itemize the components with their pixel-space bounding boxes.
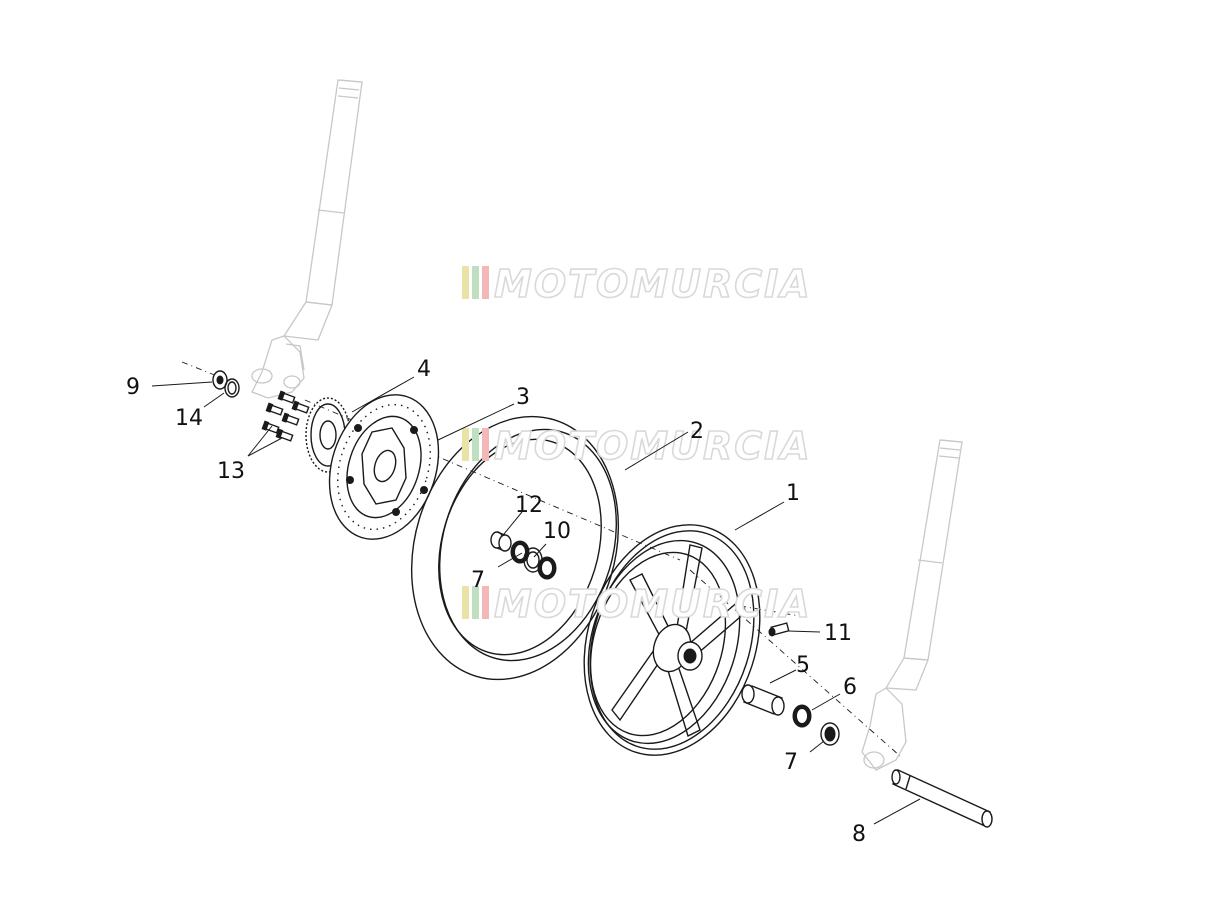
part-14-seal (224, 378, 240, 398)
part-7-bearing-right (820, 722, 840, 746)
callout-labels: 1 2 3 4 5 6 7 7 8 9 10 11 12 13 14 (126, 357, 866, 847)
watermark-middle: MOTOMURCIA (462, 423, 812, 469)
right-fork-leg (861, 439, 963, 771)
callout-7-right: 7 (784, 750, 798, 775)
part-5-spacer-tube (741, 684, 785, 716)
watermark-text: MOTOMURCIA (494, 262, 812, 306)
callout-9: 9 (126, 375, 140, 400)
callout-13: 13 (217, 459, 245, 484)
rim-spokes (611, 544, 747, 737)
part-3-brake-disc (328, 394, 440, 540)
watermark-text: MOTOMURCIA (494, 424, 812, 468)
part-13-bolts (261, 390, 310, 442)
callout-11: 11 (824, 621, 852, 646)
callout-1: 1 (786, 481, 800, 506)
callout-6: 6 (843, 675, 857, 700)
callout-5: 5 (796, 653, 810, 678)
part-7-bearing-center (537, 556, 557, 580)
callout-7-left: 7 (471, 568, 485, 593)
callout-14: 14 (175, 406, 203, 431)
callout-3: 3 (516, 385, 530, 410)
part-2-tyre (410, 415, 620, 681)
part-9-spacer (212, 370, 228, 390)
watermark-text: MOTOMURCIA (494, 582, 812, 626)
part-6-bearing (792, 704, 812, 728)
part-1-rim (583, 524, 761, 756)
left-fork-leg (251, 79, 363, 399)
assembly-axis-lines (181, 361, 901, 757)
callout-2: 2 (690, 419, 704, 444)
callout-8: 8 (852, 822, 866, 847)
callout-10: 10 (543, 519, 571, 544)
part-11-valve (768, 622, 790, 637)
callout-12: 12 (515, 493, 543, 518)
leader-lines (151, 376, 921, 825)
watermark-top: MOTOMURCIA (462, 261, 812, 307)
part-8-axle (891, 769, 993, 828)
watermark-bottom: MOTOMURCIA (462, 581, 812, 627)
part-12-spacer (490, 531, 512, 552)
callout-4: 4 (417, 357, 431, 382)
